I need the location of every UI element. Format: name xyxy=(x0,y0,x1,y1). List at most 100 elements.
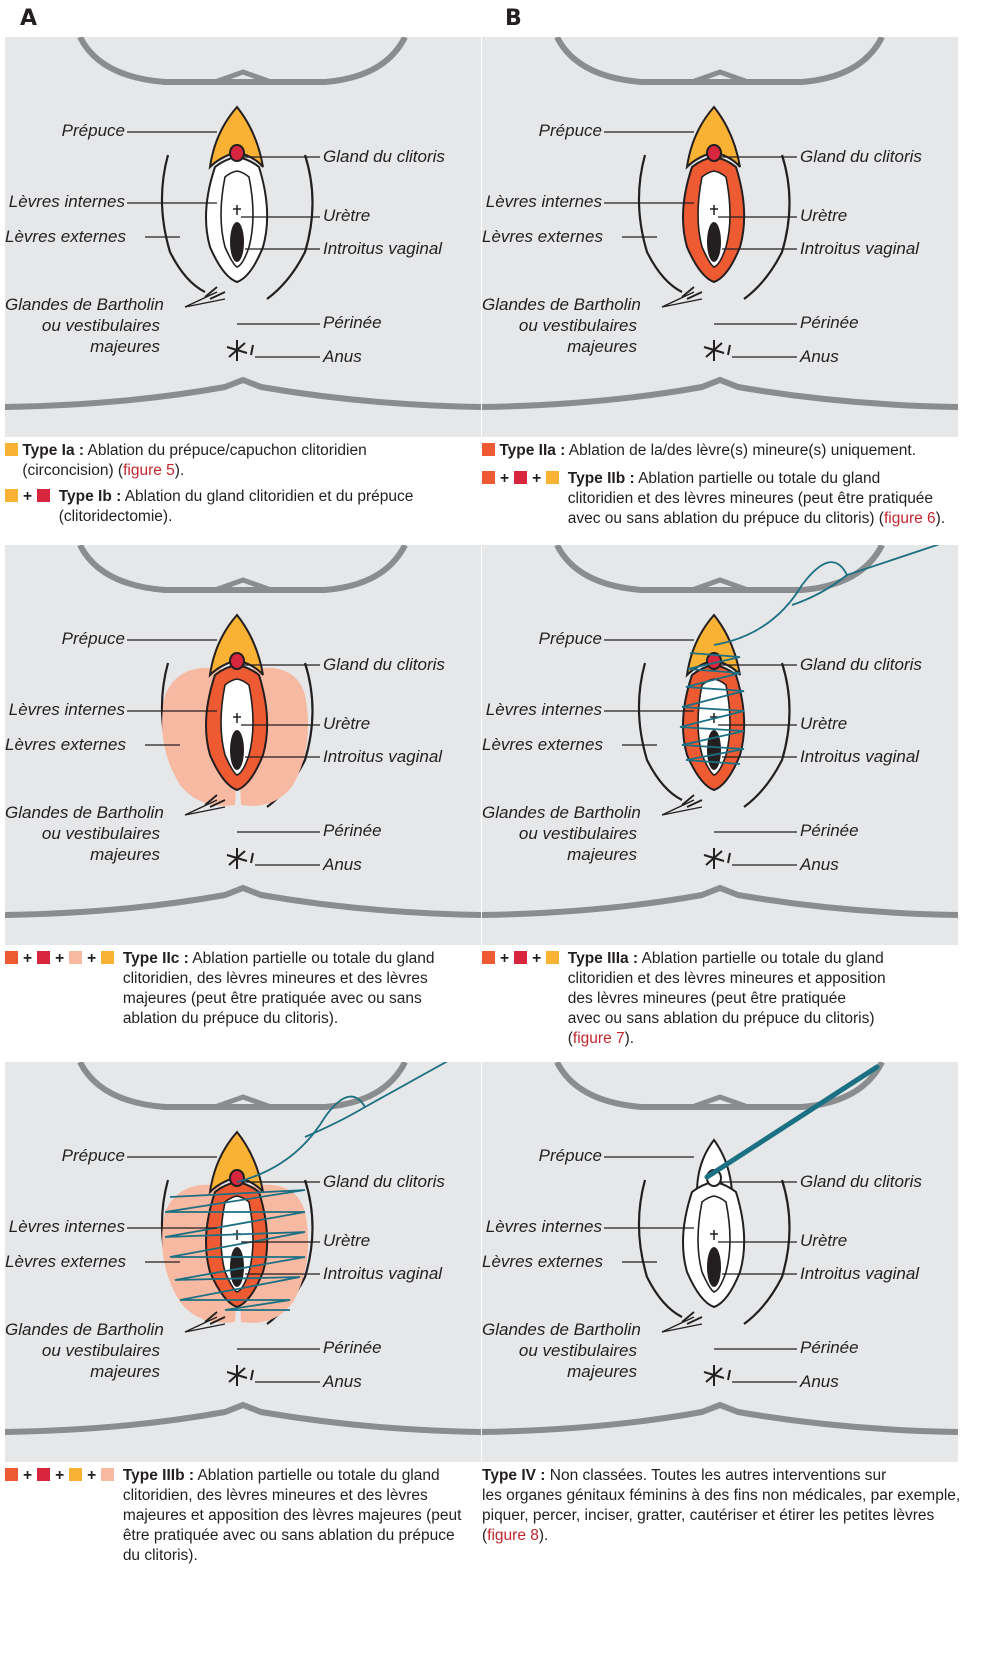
vaginal-introitus xyxy=(230,222,244,262)
figure-link[interactable]: figure 6 xyxy=(884,510,936,527)
figure-link[interactable]: figure 5 xyxy=(123,462,175,479)
swatch-gland xyxy=(37,951,50,964)
legend-text: Ablation partielle ou totale du gland xyxy=(189,950,435,967)
swatch-grandes-levres xyxy=(69,951,82,964)
figure-link[interactable]: figure 8 xyxy=(487,1527,539,1544)
label-bartholin: majeures xyxy=(482,845,637,865)
legend-type-iiia: ++ Type IIIa : Ablation partielle ou tot… xyxy=(482,949,1002,1055)
swatch-prepuce xyxy=(546,471,559,484)
label-gland-du-clitoris: Gland du clitoris xyxy=(323,655,445,675)
legend-text: du clitoris). xyxy=(123,1547,198,1564)
legend-text: ). xyxy=(539,1527,548,1544)
label-bartholin: majeures xyxy=(5,845,160,865)
label-levres-externes: Lèvres externes xyxy=(5,227,125,247)
label-bartholin: ou vestibulaires xyxy=(482,1341,637,1361)
legend-type-iia: Type IIa : Ablation de la/des lèvre(s) m… xyxy=(482,441,1002,467)
swatch-petites-levres xyxy=(5,951,18,964)
column-letter-b: B xyxy=(505,6,522,31)
label-gland-du-clitoris: Gland du clitoris xyxy=(800,147,922,167)
swatch-gland xyxy=(514,471,527,484)
legend-type-iv: Type IV : Non classées. Toutes les autre… xyxy=(482,1466,1002,1552)
legend-type-iib: ++ Type IIb : Ablation partielle ou tota… xyxy=(482,469,1002,535)
legend-text: majeures et apposition des lèvres majeur… xyxy=(123,1507,462,1524)
label-perinee: Périnée xyxy=(800,821,859,841)
label-prepuce: Prépuce xyxy=(482,629,602,649)
swatch-grandes-levres xyxy=(101,1468,114,1481)
legend-text: Ablation partielle ou totale du gland xyxy=(638,950,884,967)
legend-type-iiib: +++ Type IIIb : Ablation partielle ou to… xyxy=(5,1466,475,1572)
label-bartholin: majeures xyxy=(482,337,637,357)
label-perinee: Périnée xyxy=(323,1338,382,1358)
legend-text: Non classées. Toutes les autres interven… xyxy=(545,1467,886,1484)
label-prepuce: Prépuce xyxy=(5,629,125,649)
label-levres-internes: Lèvres internes xyxy=(482,1217,602,1237)
legend-text: clitoridien et des lèvres mineures (peut… xyxy=(568,490,933,507)
legend-title: Type IV : xyxy=(482,1467,545,1484)
legend-text: Ablation partielle ou totale du gland xyxy=(635,470,881,487)
label-levres-internes: Lèvres internes xyxy=(482,192,602,212)
legend-text: (circoncision) ( xyxy=(22,462,123,479)
swatch-gland xyxy=(37,1468,50,1481)
label-prepuce: Prépuce xyxy=(482,1146,602,1166)
label-gland-du-clitoris: Gland du clitoris xyxy=(323,147,445,167)
glans-clitoris xyxy=(707,145,721,161)
label-prepuce: Prépuce xyxy=(482,121,602,141)
plus-sign: + xyxy=(55,949,64,969)
label-prepuce: Prépuce xyxy=(5,1146,125,1166)
glans-clitoris xyxy=(230,145,244,161)
label-anus: Anus xyxy=(323,1372,362,1392)
legend-text: des lèvres mineures (peut être pratiquée xyxy=(568,990,846,1007)
label-bartholin: ou vestibulaires xyxy=(482,824,637,844)
label-anus: Anus xyxy=(323,347,362,367)
legend-title: Type Ia : xyxy=(22,442,84,459)
swatch-petites-levres xyxy=(482,951,495,964)
legend-text: Ablation partielle ou totale du gland xyxy=(194,1467,440,1484)
label-bartholin: ou vestibulaires xyxy=(5,316,160,336)
label-bartholin: ou vestibulaires xyxy=(5,1341,160,1361)
legend-text: (clitoridectomie). xyxy=(59,508,173,525)
label-introitus-vaginal: Introitus vaginal xyxy=(323,1264,442,1284)
legend-text: piquer, percer, inciser, gratter, cautér… xyxy=(482,1507,934,1524)
diagram-type-iiia: PrépuceGland du clitorisLèvres internesU… xyxy=(482,545,958,945)
plus-sign: + xyxy=(500,949,509,969)
plus-sign: + xyxy=(23,1466,32,1486)
label-levres-internes: Lèvres internes xyxy=(5,1217,125,1237)
label-introitus-vaginal: Introitus vaginal xyxy=(323,747,442,767)
swatch-gland xyxy=(514,951,527,964)
label-levres-externes: Lèvres externes xyxy=(482,227,602,247)
label-prepuce: Prépuce xyxy=(5,121,125,141)
label-bartholin: Glandes de Bartholin xyxy=(482,295,637,315)
swatch-petites-levres xyxy=(482,471,495,484)
label-perinee: Périnée xyxy=(800,313,859,333)
label-bartholin: Glandes de Bartholin xyxy=(482,803,637,823)
legend-text: clitoridien, des lèvres mineures et des … xyxy=(123,970,428,987)
label-introitus-vaginal: Introitus vaginal xyxy=(800,1264,919,1284)
legend-text: ablation du prépuce du clitoris). xyxy=(123,1010,338,1027)
label-levres-internes: Lèvres internes xyxy=(482,700,602,720)
legend-text: clitoridien et des lèvres mineures et ap… xyxy=(568,970,886,987)
legend-text: clitoridien, des lèvres mineures et des … xyxy=(123,1487,428,1504)
label-introitus-vaginal: Introitus vaginal xyxy=(800,747,919,767)
legend-type-ia: Type Ia : Ablation du prépuce/capuchon c… xyxy=(5,441,475,487)
swatch-petites-levres xyxy=(482,443,495,456)
label-bartholin: Glandes de Bartholin xyxy=(482,1320,637,1340)
label-uretre: Urètre xyxy=(323,1231,370,1251)
figure-link[interactable]: figure 7 xyxy=(573,1030,625,1047)
legend-type-ib: + Type Ib : Ablation du gland clitoridie… xyxy=(5,487,475,533)
glans-clitoris xyxy=(230,653,244,669)
label-bartholin: Glandes de Bartholin xyxy=(5,295,160,315)
legend-text: ). xyxy=(175,462,184,479)
legend-text: majeures (peut être pratiquée avec ou sa… xyxy=(123,990,422,1007)
legend-title: Type Ib : xyxy=(59,488,122,505)
legend-title: Type IIa : xyxy=(499,442,565,459)
plus-sign: + xyxy=(532,469,541,489)
legend-title: Type IIb : xyxy=(568,470,635,487)
label-bartholin: majeures xyxy=(5,1362,160,1382)
legend-text: Ablation de la/des lèvre(s) mineure(s) u… xyxy=(565,442,916,459)
vaginal-introitus xyxy=(707,1247,721,1287)
label-levres-externes: Lèvres externes xyxy=(482,735,602,755)
swatch-prepuce xyxy=(69,1468,82,1481)
swatch-petites-levres xyxy=(5,1468,18,1481)
